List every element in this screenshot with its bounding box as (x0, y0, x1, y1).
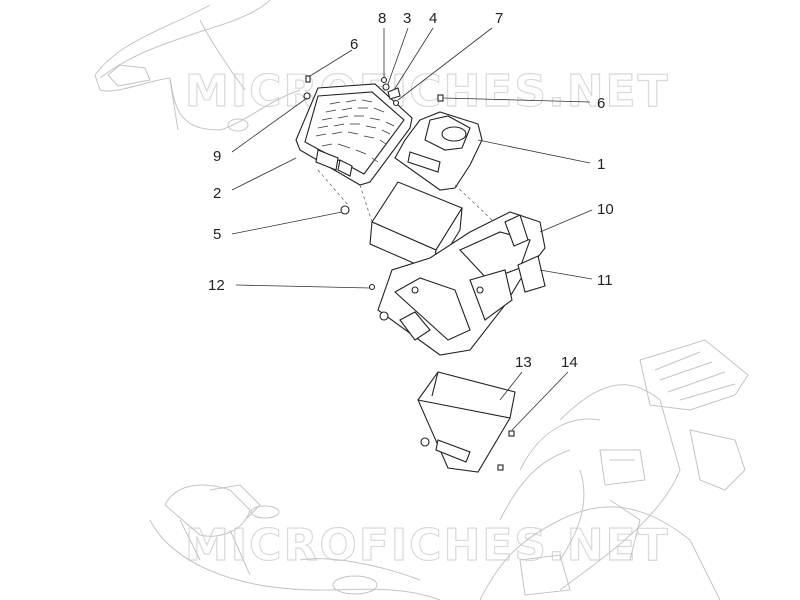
callout-1: 1 (597, 156, 605, 173)
tank-outline (149, 484, 441, 600)
callout-8: 8 (378, 10, 386, 27)
callout-7: 7 (495, 10, 503, 27)
callout-10: 10 (597, 201, 614, 218)
seat-outline (94, 0, 301, 132)
callout-11: 11 (597, 272, 613, 289)
callout-3: 3 (403, 10, 411, 27)
part-battery-box (377, 211, 546, 356)
part-rear-cover (394, 111, 483, 191)
callout-2: 2 (213, 185, 221, 202)
leader-lines (231, 27, 593, 431)
callout-12: 12 (208, 277, 225, 294)
watermark-bottom: MICROFICHES.NET (185, 520, 670, 571)
callout-5: 5 (213, 226, 221, 243)
part-battery-cover (295, 83, 413, 186)
callout-4: 4 (429, 10, 437, 27)
rear-frame-outline (479, 339, 749, 600)
assembly-line-1 (317, 169, 349, 206)
assembly-line-2 (454, 184, 493, 221)
part-lower-tray (417, 371, 516, 473)
callout-6-right: 6 (597, 95, 605, 112)
callout-13: 13 (515, 354, 532, 371)
callout-14: 14 (561, 354, 578, 371)
callout-6-left: 6 (350, 36, 358, 53)
fasteners (303, 75, 515, 471)
assembly-line-3 (359, 184, 373, 223)
watermark-top: MICROFICHES.NET (185, 66, 670, 117)
callout-9: 9 (213, 148, 221, 165)
